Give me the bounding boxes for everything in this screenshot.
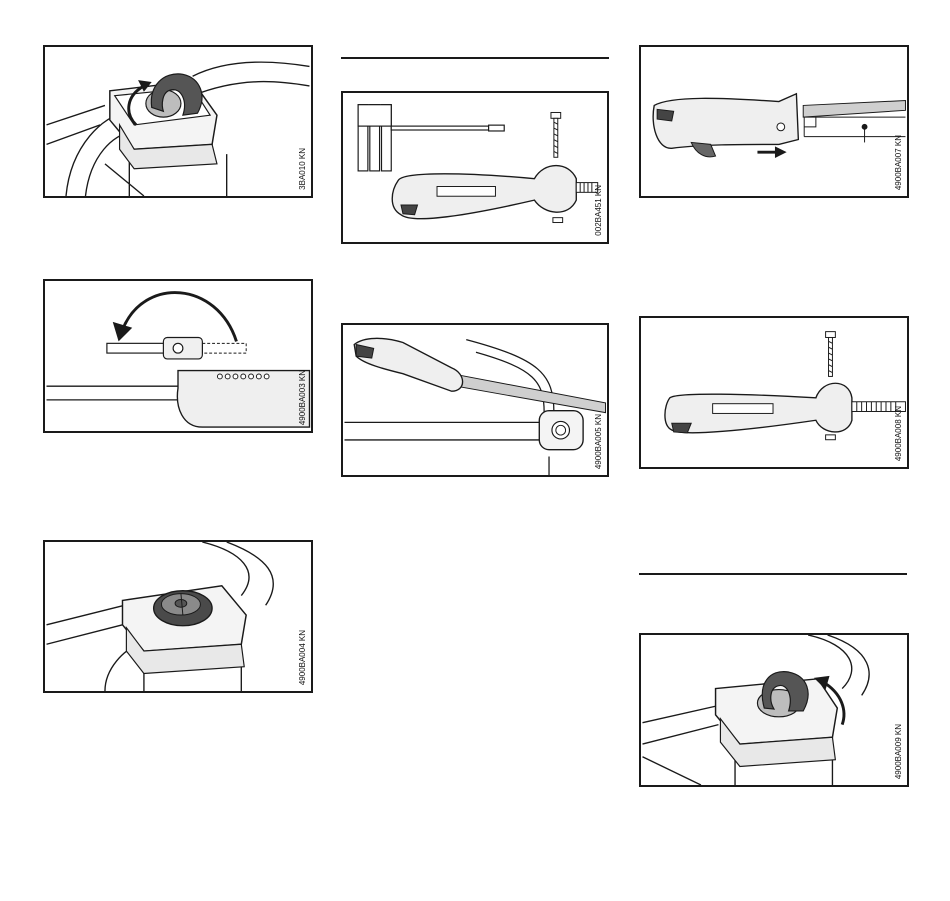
figure-code: 4900BA007 KN <box>894 135 903 190</box>
figure-code: 002BA451 KN <box>594 185 603 236</box>
figure-code: 4900BA004 KN <box>298 630 307 685</box>
figure-code: 4900BA009 KN <box>894 724 903 779</box>
figure-clamp-knob-loosen: 3BA010 KN <box>43 45 313 198</box>
figure-code: 4900BA005 KN <box>594 414 603 469</box>
clamp-knob-tighten-illustration <box>641 635 907 785</box>
figure-code: 3BA010 KN <box>298 148 307 190</box>
figure-code: 4900BA003 KN <box>298 370 307 425</box>
section-rule-right <box>639 573 907 575</box>
tool-screw-handle-illustration <box>343 93 607 242</box>
figure-handle-on-bar: 4900BA005 KN <box>341 323 609 477</box>
handle-swing-illustration <box>45 281 311 431</box>
handle-slide-illustration <box>641 47 907 196</box>
handle-screw-illustration <box>641 318 907 467</box>
section-rule-middle <box>341 57 609 59</box>
clamp-knob-closed-illustration <box>45 542 311 691</box>
figure-clamp-knob-tighten: 4900BA009 KN <box>639 633 909 787</box>
figure-tool-screw-handle: 002BA451 KN <box>341 91 609 244</box>
figure-code: 4900BA008 KN <box>894 406 903 461</box>
clamp-knob-loosen-illustration <box>45 47 311 196</box>
handle-on-bar-illustration <box>343 325 607 475</box>
figure-clamp-knob-closed: 4900BA004 KN <box>43 540 313 693</box>
figure-handle-screw: 4900BA008 KN <box>639 316 909 469</box>
figure-handle-slide: 4900BA007 KN <box>639 45 909 198</box>
figure-handle-swing: 4900BA003 KN <box>43 279 313 433</box>
